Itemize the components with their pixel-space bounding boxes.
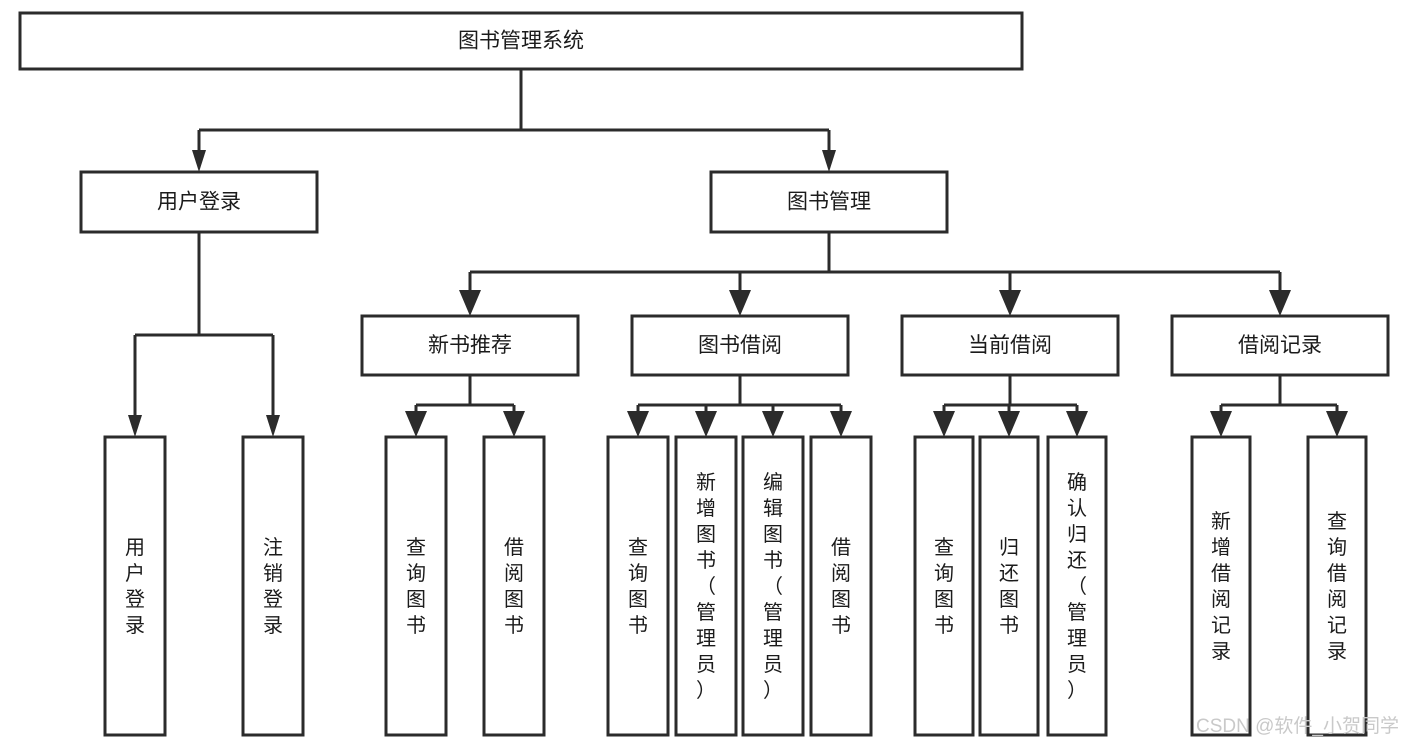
watermark-layer: CSDN @软件_小贺同学 [1196, 715, 1399, 737]
node-box-leaf-return-book [978, 435, 1040, 737]
node-label-leaf-borrow-book: 借阅图书 [831, 536, 851, 637]
node-box-leaf-query-borrow-record [1306, 435, 1368, 737]
arrow-leaf-add-book-admin [695, 411, 717, 437]
arrow-leaf-query-book-borrow [627, 411, 649, 437]
node-borrow-record[interactable]: 借阅记录 [1170, 314, 1390, 377]
arrow-leaf-borrow-book [830, 411, 852, 437]
node-layer: 图书管理系统用户登录图书管理新书推荐图书借阅当前借阅借阅记录用户登录注销登录查询… [18, 11, 1390, 737]
arrow-user-login [192, 150, 206, 172]
node-box-user-login [79, 170, 319, 234]
node-root[interactable]: 图书管理系统 [18, 11, 1024, 71]
node-leaf-borrow-book[interactable]: 借阅图书 [809, 435, 873, 737]
node-label-leaf-borrow-book-recommend: 借阅图书 [504, 536, 524, 637]
arrow-leaf-add-borrow-record [1210, 411, 1232, 437]
node-leaf-user-login[interactable]: 用户登录 [103, 435, 167, 737]
node-label-leaf-confirm-return-admin: 确认归还（管理员） [1067, 471, 1087, 702]
arrow-leaf-confirm-return-admin [1066, 411, 1088, 437]
node-box-leaf-add-book-admin [674, 435, 738, 737]
node-box-root [18, 11, 1024, 71]
node-leaf-add-borrow-record[interactable]: 新增借阅记录 [1190, 435, 1252, 737]
arrow-leaf-user-login [128, 415, 142, 437]
arrow-leaf-query-book-current [933, 411, 955, 437]
arrow-borrow-record [1269, 290, 1291, 316]
node-box-current-borrow [900, 314, 1120, 377]
arrow-leaf-logout-login [266, 415, 280, 437]
arrow-leaf-query-book-recommend [405, 411, 427, 437]
node-book-management[interactable]: 图书管理 [709, 170, 949, 234]
node-current-borrow[interactable]: 当前借阅 [900, 314, 1120, 377]
node-box-borrow-record [1170, 314, 1390, 377]
node-box-leaf-borrow-book [809, 435, 873, 737]
node-label-leaf-add-book-admin: 新增图书（管理员） [696, 471, 716, 702]
node-box-leaf-confirm-return-admin [1046, 435, 1108, 737]
node-box-leaf-add-borrow-record [1190, 435, 1252, 737]
node-label-book-management: 图书管理 [787, 191, 871, 214]
node-box-book-management [709, 170, 949, 234]
node-label-leaf-query-book-current: 查询图书 [934, 536, 954, 637]
node-label-leaf-return-book: 归还图书 [999, 536, 1019, 637]
node-box-leaf-query-book-recommend [384, 435, 448, 737]
node-box-new-book-recommend [360, 314, 580, 377]
node-label-current-borrow: 当前借阅 [968, 334, 1052, 357]
node-leaf-edit-book-admin[interactable]: 编辑图书（管理员） [741, 435, 805, 737]
node-label-leaf-query-book-recommend: 查询图书 [406, 536, 426, 637]
node-box-book-borrow [630, 314, 850, 377]
node-label-leaf-edit-book-admin: 编辑图书（管理员） [763, 471, 783, 702]
arrow-leaf-return-book [998, 411, 1020, 437]
node-new-book-recommend[interactable]: 新书推荐 [360, 314, 580, 377]
node-leaf-borrow-book-recommend[interactable]: 借阅图书 [482, 435, 546, 737]
node-box-leaf-query-book-current [913, 435, 975, 737]
node-box-leaf-query-book-borrow [606, 435, 670, 737]
arrow-leaf-query-borrow-record [1326, 411, 1348, 437]
node-label-leaf-query-book-borrow: 查询图书 [628, 536, 648, 637]
arrow-new-book-recommend [459, 290, 481, 316]
node-label-leaf-logout-login: 注销登录 [263, 536, 283, 637]
node-box-leaf-logout-login [241, 435, 305, 737]
node-leaf-query-book-current[interactable]: 查询图书 [913, 435, 975, 737]
arrow-leaf-edit-book-admin [762, 411, 784, 437]
node-box-leaf-user-login [103, 435, 167, 737]
node-book-borrow[interactable]: 图书借阅 [630, 314, 850, 377]
node-label-leaf-add-borrow-record: 新增借阅记录 [1211, 510, 1231, 663]
node-box-leaf-borrow-book-recommend [482, 435, 546, 737]
node-leaf-confirm-return-admin[interactable]: 确认归还（管理员） [1046, 435, 1108, 737]
node-label-root: 图书管理系统 [458, 30, 584, 53]
arrow-book-borrow [729, 290, 751, 316]
node-user-login[interactable]: 用户登录 [79, 170, 319, 234]
node-label-book-borrow: 图书借阅 [698, 334, 782, 357]
arrow-leaf-borrow-book-recommend [503, 411, 525, 437]
arrow-book-management [822, 150, 836, 172]
node-label-user-login: 用户登录 [157, 191, 241, 214]
node-label-new-book-recommend: 新书推荐 [428, 334, 512, 357]
arrow-current-borrow [999, 290, 1021, 316]
csdn-watermark: CSDN @软件_小贺同学 [1196, 715, 1399, 737]
node-leaf-logout-login[interactable]: 注销登录 [241, 435, 305, 737]
node-label-leaf-query-borrow-record: 查询借阅记录 [1327, 510, 1347, 663]
node-label-borrow-record: 借阅记录 [1238, 334, 1322, 357]
node-leaf-query-borrow-record[interactable]: 查询借阅记录 [1306, 435, 1368, 737]
node-box-leaf-edit-book-admin [741, 435, 805, 737]
node-leaf-add-book-admin[interactable]: 新增图书（管理员） [674, 435, 738, 737]
node-leaf-query-book-borrow[interactable]: 查询图书 [606, 435, 670, 737]
node-label-leaf-user-login: 用户登录 [125, 537, 145, 637]
node-leaf-return-book[interactable]: 归还图书 [978, 435, 1040, 737]
node-leaf-query-book-recommend[interactable]: 查询图书 [384, 435, 448, 737]
connector-layer [128, 69, 1348, 437]
